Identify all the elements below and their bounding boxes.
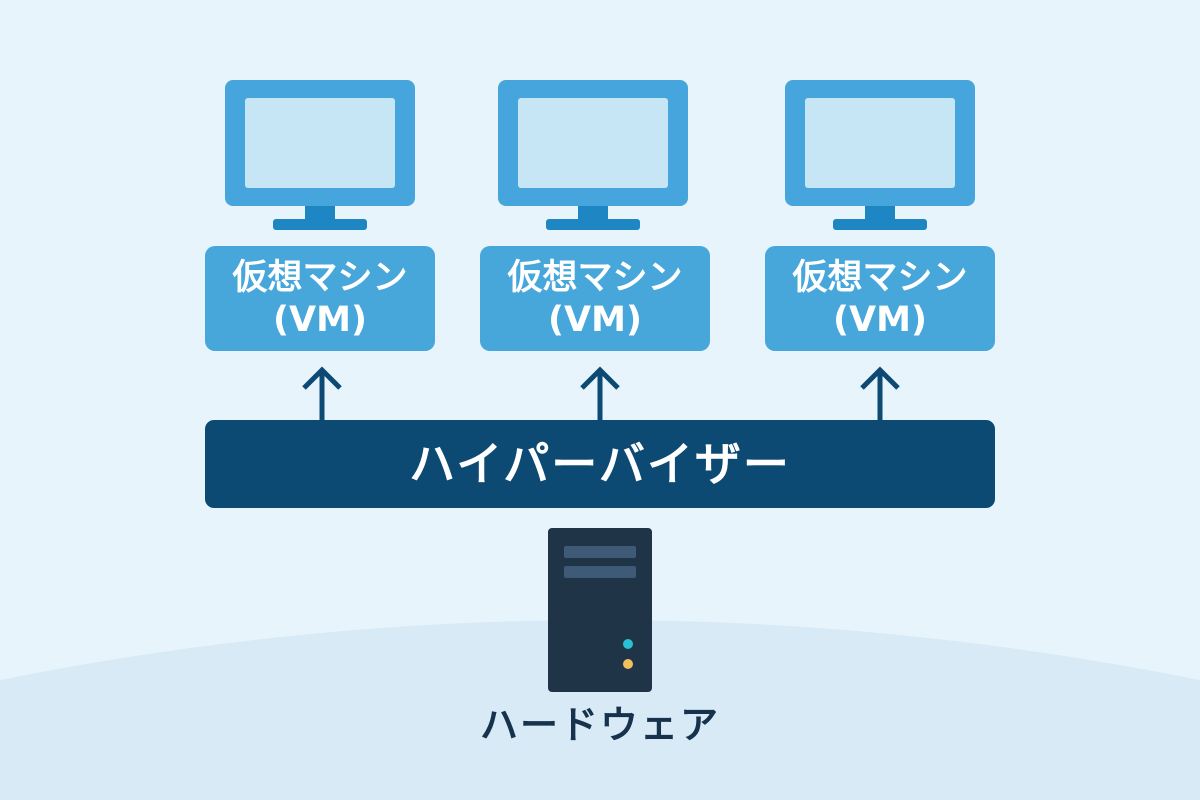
hardware-label: ハードウェア [479,703,720,747]
hypervisor-label: ハイパーバイザー [409,437,791,491]
vm-label-sub: (VM) [273,300,367,340]
vm-box-3: 仮想マシン (VM) [765,246,995,351]
vm-label: 仮想マシン [792,258,968,298]
vm-label-sub: (VM) [548,300,642,340]
monitor-icon [785,80,975,230]
monitor-icon [498,80,688,230]
arrow-up-icon [302,366,342,422]
arrow-up-icon [860,366,900,422]
vm-label: 仮想マシン [232,258,408,298]
hypervisor-bar: ハイパーバイザー [205,420,995,508]
vm-box-2: 仮想マシン (VM) [480,246,710,351]
arrow-up-icon [580,366,620,422]
server-icon [548,528,652,692]
vm-label-sub: (VM) [833,300,927,340]
monitor-icon [225,80,415,230]
vm-box-1: 仮想マシン (VM) [205,246,435,351]
vm-label: 仮想マシン [507,258,683,298]
